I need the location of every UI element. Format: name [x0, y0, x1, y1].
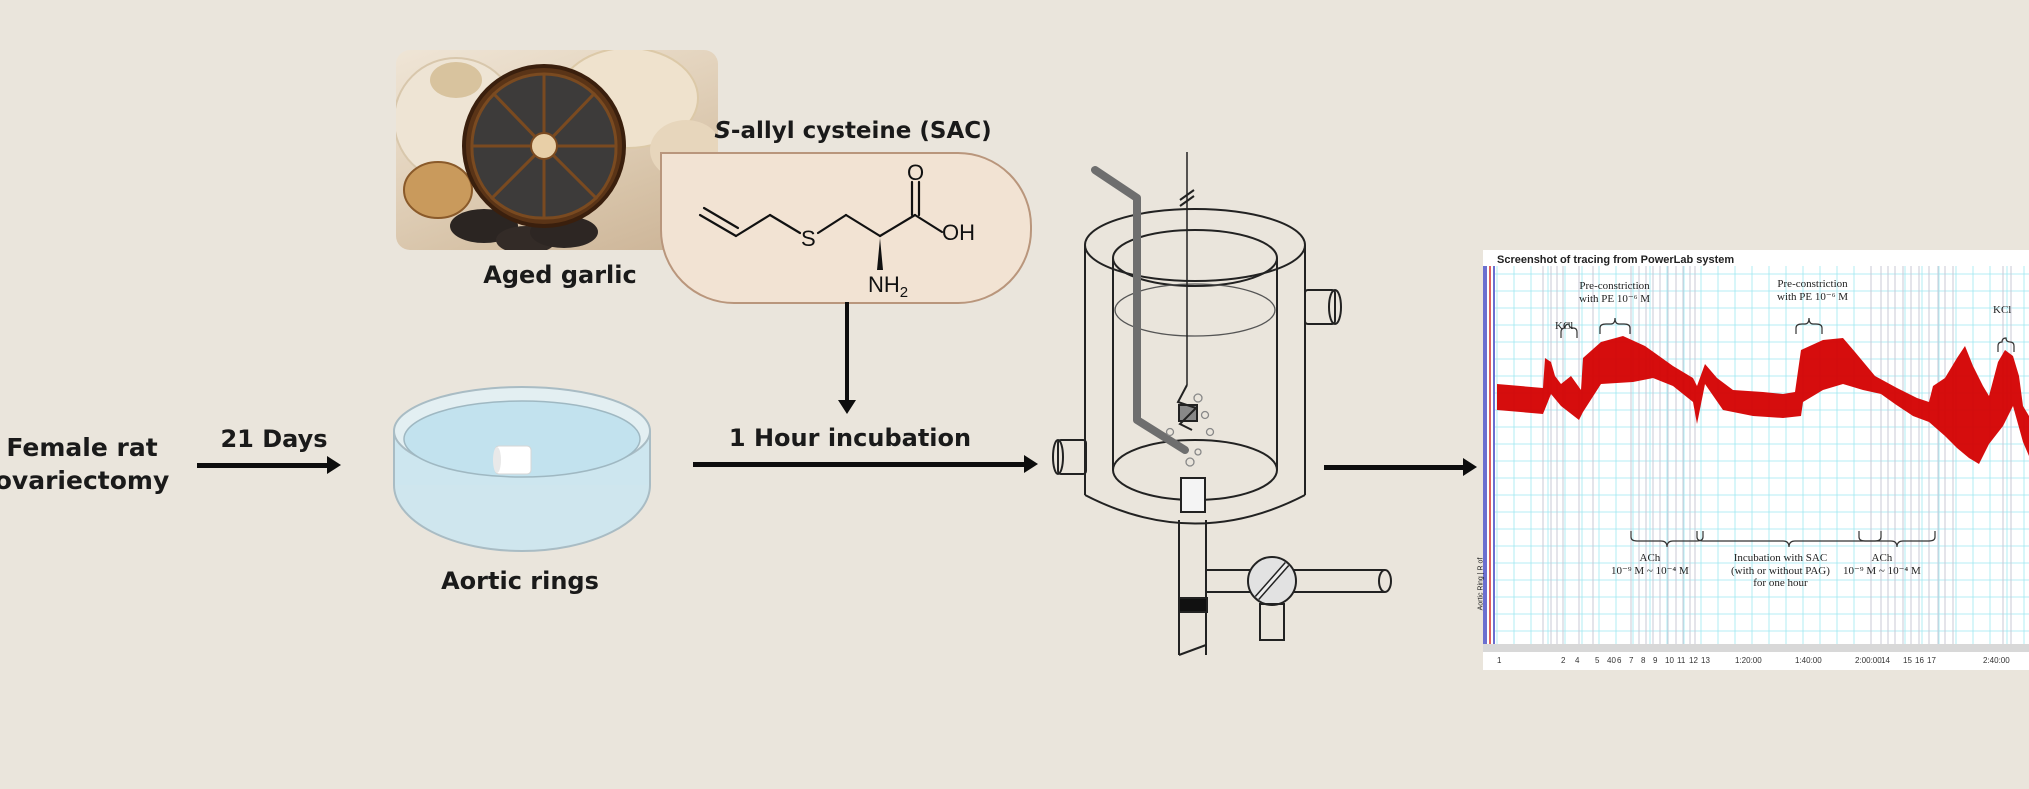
- aged-garlic-label: Aged garlic: [483, 261, 637, 289]
- pre1-line2: with PE 10⁻⁶ M: [1579, 292, 1651, 305]
- time-axis-tick: 4: [1575, 656, 1580, 665]
- event-markers: [1542, 266, 2012, 644]
- ach2-line2: 10⁻⁹ M ~ 10⁻⁴ M: [1843, 564, 1921, 577]
- channel-stripe-blue: [1483, 266, 1487, 644]
- time-axis-tick: 2: [1561, 656, 1566, 665]
- ach-annotation-1: ACh 10⁻⁹ M ~ 10⁻⁴ M: [1611, 552, 1689, 577]
- sac-title: S-allyl cysteine (SAC): [688, 117, 1018, 147]
- channel-stripe-blue-2: [1493, 266, 1495, 644]
- tracing-chart: [1483, 266, 2029, 644]
- time-axis-tick: 1:40:00: [1795, 656, 1822, 665]
- hydroxyl-group: OH: [942, 220, 975, 245]
- time-axis-tick: 1: [1497, 656, 1502, 665]
- time-axis-tick: 2:40:00: [1983, 656, 2010, 665]
- aortic-rings-label: Aortic rings: [441, 567, 599, 595]
- incubation-annotation: Incubation with SAC (with or without PAG…: [1731, 552, 1830, 590]
- sac-title-italic: S: [714, 118, 731, 144]
- pre-constriction-annotation-2: Pre-constriction with PE 10⁻⁶ M: [1777, 278, 1848, 303]
- channel-label: Aortic Ring | R of: [1477, 557, 1485, 611]
- time-axis-tick: 16: [1915, 656, 1924, 665]
- time-axis-tick: 10: [1665, 656, 1674, 665]
- kcl-annotation-2: KCl: [1993, 304, 2012, 316]
- kcl-annotation-1: KCl: [1555, 320, 1574, 332]
- time-axis-tick: 17: [1927, 656, 1936, 665]
- tracing-title: Screenshot of tracing from PowerLab syst…: [1497, 254, 1735, 266]
- aortic-ring-icon: [493, 445, 532, 475]
- time-axis-tick: 8: [1641, 656, 1646, 665]
- time-axis-tick: 9: [1653, 656, 1658, 665]
- amine-subscript: 2: [900, 284, 908, 300]
- start-label: Female rat ovariectomy: [0, 432, 170, 497]
- ach1-line2: 10⁻⁹ M ~ 10⁻⁴ M: [1611, 564, 1689, 577]
- pre2-line1: Pre-constriction: [1777, 278, 1848, 290]
- channel-stripe-red: [1489, 266, 1491, 644]
- ach-annotation-2: ACh 10⁻⁹ M ~ 10⁻⁴ M: [1843, 552, 1921, 577]
- force-trace: [1497, 336, 2029, 464]
- arrow3-head: [1463, 458, 1477, 476]
- incubation-line2: (with or without PAG): [1731, 564, 1830, 577]
- start-label-line1: Female rat: [6, 433, 158, 462]
- ach2-line1: ACh: [1871, 552, 1893, 564]
- arrow1-label: 21 Days: [220, 425, 328, 453]
- time-axis-tick: 13: [1701, 656, 1710, 665]
- amine-group: NH2: [868, 272, 908, 300]
- arrow2-shaft: [693, 462, 1025, 467]
- arrow1-head: [327, 456, 341, 474]
- aged-garlic-image: [396, 50, 718, 250]
- pre2-line2: with PE 10⁻⁶ M: [1777, 290, 1849, 303]
- pre-constriction-annotation-1: Pre-constriction with PE 10⁻⁶ M: [1579, 280, 1650, 305]
- time-axis-tick: 15: [1903, 656, 1912, 665]
- time-axis-tick: 11: [1677, 656, 1686, 665]
- time-axis-tick: 5: [1595, 656, 1600, 665]
- arrow1-shaft: [197, 463, 327, 468]
- time-axis-tick: 14: [1881, 656, 1890, 665]
- down-arrow-head: [838, 400, 856, 414]
- arrow3-shaft: [1324, 465, 1464, 470]
- time-axis-tick: 6: [1617, 656, 1622, 665]
- incubation-line1: Incubation with SAC: [1733, 552, 1828, 564]
- ach1-line1: ACh: [1639, 552, 1661, 564]
- incubation-line3: for one hour: [1753, 577, 1808, 590]
- oxygen-atom: O: [907, 160, 924, 185]
- time-axis-tick: 2:00:00: [1855, 656, 1882, 665]
- sac-molecule-structure: S O OH NH2: [698, 160, 975, 300]
- arrow2-head: [1024, 455, 1038, 473]
- arrow2-label: 1 Hour incubation: [728, 424, 972, 452]
- organ-bath-apparatus-icon: [1052, 152, 1392, 656]
- powerlab-tracing-panel: Screenshot of tracing from PowerLab syst…: [1477, 250, 2029, 670]
- time-axis-tick: 12: [1689, 656, 1698, 665]
- down-arrow-shaft: [845, 302, 849, 402]
- start-label-line2: ovariectomy: [0, 465, 170, 495]
- time-axis-tick: 40: [1607, 656, 1616, 665]
- annotation-braces: [1560, 317, 2015, 548]
- pre1-line1: Pre-constriction: [1579, 280, 1650, 292]
- sac-title-rest: -allyl cysteine (SAC): [730, 118, 992, 144]
- petri-dish-icon: [393, 386, 651, 552]
- time-axis-tick: 1:20:00: [1735, 656, 1762, 665]
- amine-text: NH: [868, 272, 900, 297]
- sulfur-atom: S: [801, 226, 816, 251]
- time-axis-tick: 7: [1629, 656, 1634, 665]
